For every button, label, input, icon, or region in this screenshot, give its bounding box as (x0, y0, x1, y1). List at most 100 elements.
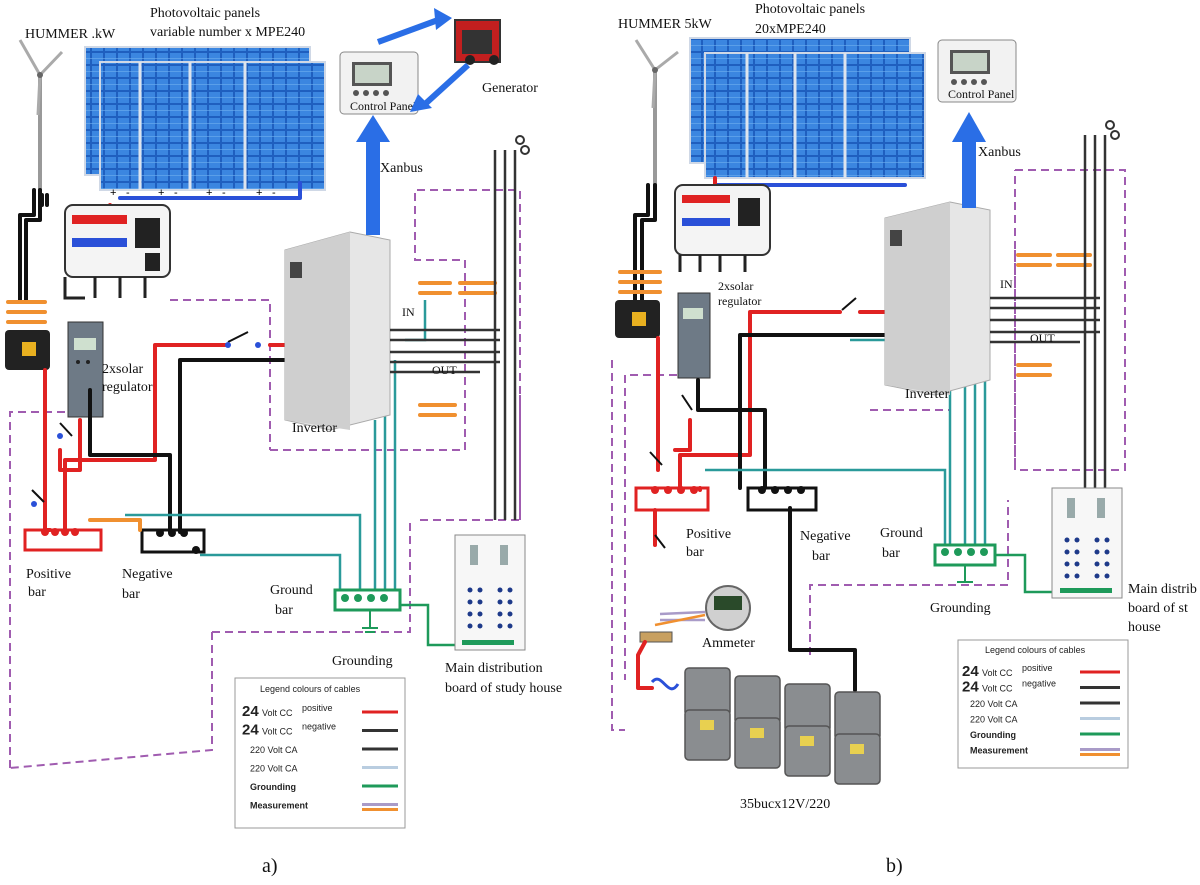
legend-a-title: Legend colours of cables (260, 684, 361, 694)
ground-to-board (995, 553, 1055, 594)
legend-text: Volt CC (982, 684, 1013, 694)
legend-row: 220 Volt CA (970, 715, 1120, 725)
control-panel-label: Control Panel (350, 99, 417, 113)
ac-breakers (418, 281, 497, 417)
inverter-icon (284, 231, 391, 431)
legend-text: Grounding (970, 730, 1016, 740)
svg-text:+: + (158, 187, 164, 199)
regulator-label-1: 2xsolar (102, 362, 144, 377)
in-label: IN (402, 305, 415, 319)
enclosure-dashed-left (9, 189, 521, 769)
xanbus-arrow-icon (356, 115, 390, 142)
svg-text:-: - (272, 187, 276, 199)
wind-turbine-label: HUMMER 5kW (618, 17, 713, 32)
legend-sup: negative (302, 722, 336, 732)
pv-label-2: variable number x MPE240 (150, 25, 305, 40)
positive-bar-label-2: bar (686, 545, 704, 560)
legend-b-title: Legend colours of cables (985, 645, 1086, 655)
ground-bar-label-2: bar (275, 603, 293, 618)
xanbus-arrow-icon (952, 112, 986, 142)
legend-row: Measurement (250, 801, 398, 811)
dc-negative-wires (88, 358, 287, 534)
turbine-cable (633, 183, 657, 302)
legend-voltage: 24 (962, 663, 979, 680)
in-label: IN (1000, 277, 1013, 291)
arrow-to-generator (376, 17, 440, 45)
main-board-label-2: board of study house (445, 681, 562, 696)
wind-controller-icon (5, 330, 50, 370)
switch-battery (654, 534, 666, 549)
xanbus-link (366, 140, 380, 235)
legend-row: 220 Volt CA (250, 745, 398, 755)
svg-text:-: - (222, 187, 226, 199)
control-panel-icon (937, 39, 1017, 103)
positive-bar-label-1: Positive (26, 567, 71, 582)
regulator-label-1: 2xsolar (718, 279, 753, 293)
wind-brake-wiring (6, 300, 47, 324)
battery-labels (700, 720, 864, 754)
turbine-leads (40, 193, 49, 207)
pv-panel-array (689, 37, 926, 179)
pv-label-1: Photovoltaic panels (150, 6, 260, 21)
ground-bar-label-1: Ground (270, 583, 313, 598)
control-panel-label: Control Panel (948, 87, 1015, 101)
ground-to-board (400, 603, 465, 647)
turbine-cable (18, 188, 42, 302)
legend-text: Volt CC (262, 727, 293, 737)
main-board-label-1: Main distrib (1128, 582, 1197, 597)
xanbus-link (962, 140, 976, 208)
out-label: OUT (1030, 331, 1055, 345)
grid-feed-lines (1083, 135, 1107, 490)
legend-text: Measurement (250, 801, 308, 811)
ammeter-label: Ammeter (702, 636, 755, 651)
main-board-label-3: house (1128, 620, 1161, 635)
svg-text:-: - (174, 187, 178, 199)
solar-regulator-icon (677, 292, 711, 379)
inverter-icon (884, 201, 991, 396)
caption-a: a) (262, 855, 278, 877)
legend-text: 220 Volt CA (250, 745, 298, 755)
legend-sup: negative (1022, 679, 1056, 689)
legend-text: Volt CC (982, 668, 1013, 678)
pv-panel-array (84, 46, 326, 191)
legend-row: Grounding (970, 730, 1120, 740)
measurement-wire (88, 518, 142, 532)
legend-row: Measurement (970, 746, 1120, 756)
xanbus-label: Xanbus (978, 145, 1021, 160)
ammeter-icon (705, 585, 751, 631)
legend-row: 220 Volt CA (970, 699, 1120, 709)
svg-text:+: + (256, 187, 262, 199)
legend-text: 220 Volt CA (970, 715, 1018, 725)
generator-icon (454, 19, 501, 65)
grid-feed-lines (493, 150, 517, 520)
grounding-label: Grounding (930, 601, 991, 616)
negative-bar (140, 528, 206, 554)
negative-bar-label-1: Negative (800, 529, 851, 544)
legend-text: 220 Volt CA (250, 764, 298, 774)
positive-bar-label-1: Positive (686, 527, 731, 542)
legend-row: 220 Volt CA (250, 764, 398, 774)
legend-sup: positive (1022, 663, 1053, 673)
negative-bar-label-1: Negative (122, 567, 173, 582)
main-board-label-1: Main distribution (445, 661, 543, 676)
measurement-wire-orange (654, 613, 706, 627)
panel-a: ++++ ---- 2xsolar regula (5, 6, 562, 877)
positive-bar (23, 528, 103, 552)
legend-text: Measurement (970, 746, 1028, 756)
switch-positive (31, 489, 45, 503)
battery-link-icon (650, 677, 680, 691)
main-distribution-board-icon (454, 534, 526, 651)
dc-positive-wires (653, 310, 887, 547)
legend-text: 220 Volt CA (970, 699, 1018, 709)
dc-negative-wires (696, 333, 887, 692)
inverter-label: Inverter (905, 387, 950, 402)
svg-text:-: - (126, 187, 130, 199)
wind-turbine-icon (18, 39, 64, 190)
switch-dc-main (841, 297, 857, 311)
negative-bar-label-2: bar (122, 587, 140, 602)
ac-lines (390, 328, 500, 374)
